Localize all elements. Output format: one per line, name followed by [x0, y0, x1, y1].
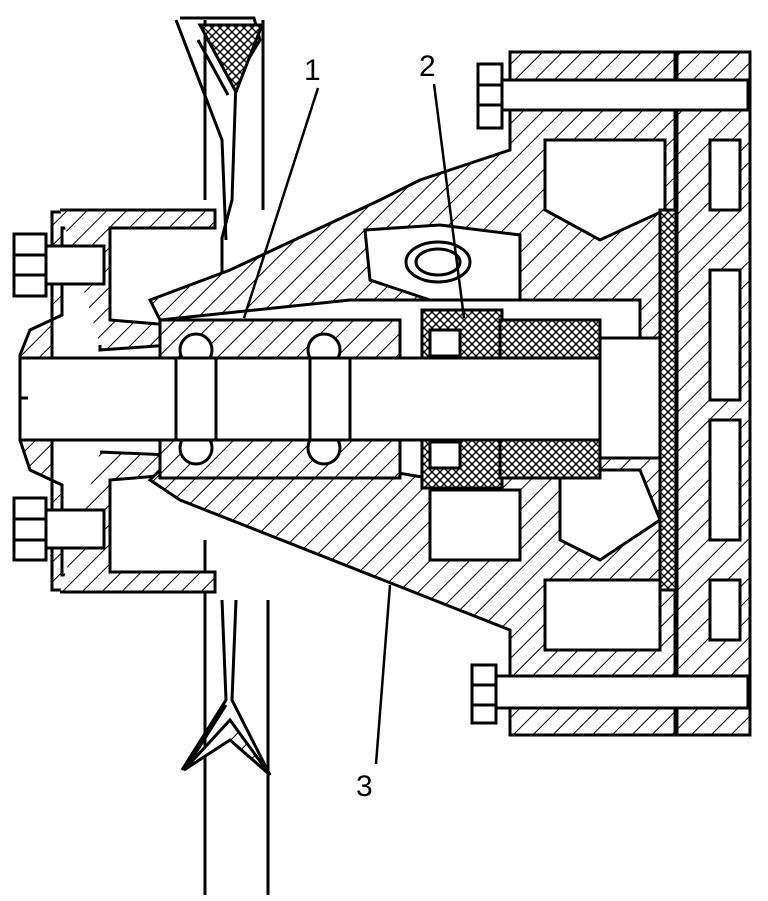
leader-1 — [242, 87, 320, 319]
callout-leaders — [242, 83, 466, 765]
leader-2 — [432, 83, 466, 319]
pump-housing — [147, 50, 752, 737]
shaft-bearing — [158, 318, 402, 480]
leader-3 — [374, 584, 392, 765]
hub-bolt-bottom — [12, 496, 106, 562]
housing-bolt-bottom — [470, 663, 750, 725]
callout-label-3: 3 — [356, 770, 373, 803]
callout-label-1: 1 — [304, 54, 321, 87]
pulley — [174, 16, 272, 895]
hub-bolt-top — [12, 232, 106, 298]
shaft-seal — [420, 308, 602, 490]
housing-bolt-top — [476, 62, 750, 130]
callout-label-2: 2 — [419, 50, 436, 83]
